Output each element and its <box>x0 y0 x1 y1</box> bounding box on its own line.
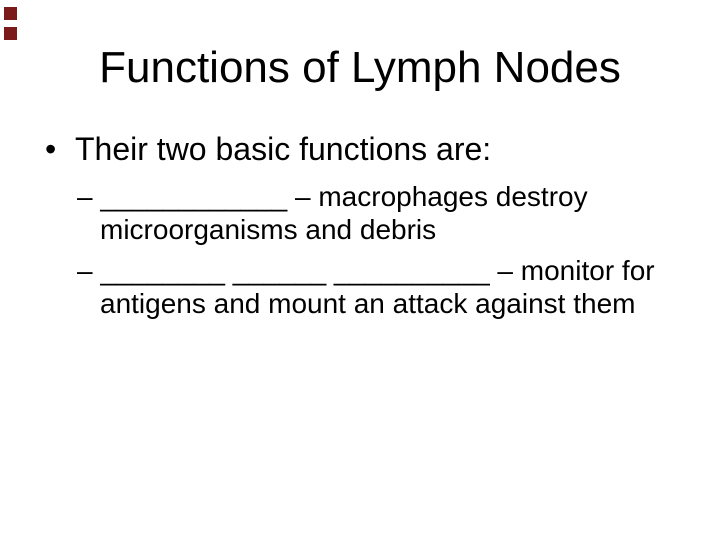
decor-red-square <box>4 7 17 20</box>
bullet-text: Their two basic functions are: <box>75 131 492 167</box>
bullet-item-level2-filter-function: – ____________ – macrophages destroy mic… <box>77 181 588 245</box>
bullet-item-level2-immune-function: – ________ ______ __________ – monitor f… <box>77 255 655 319</box>
bullet-marker: • <box>45 131 57 167</box>
bullet-item-level1: • Their two basic functions are: <box>0 129 675 169</box>
slide-body: • Their two basic functions are: – ______… <box>0 129 675 320</box>
slide-title: Functions of Lymph Nodes <box>99 43 621 92</box>
decor-red-square <box>4 27 17 40</box>
